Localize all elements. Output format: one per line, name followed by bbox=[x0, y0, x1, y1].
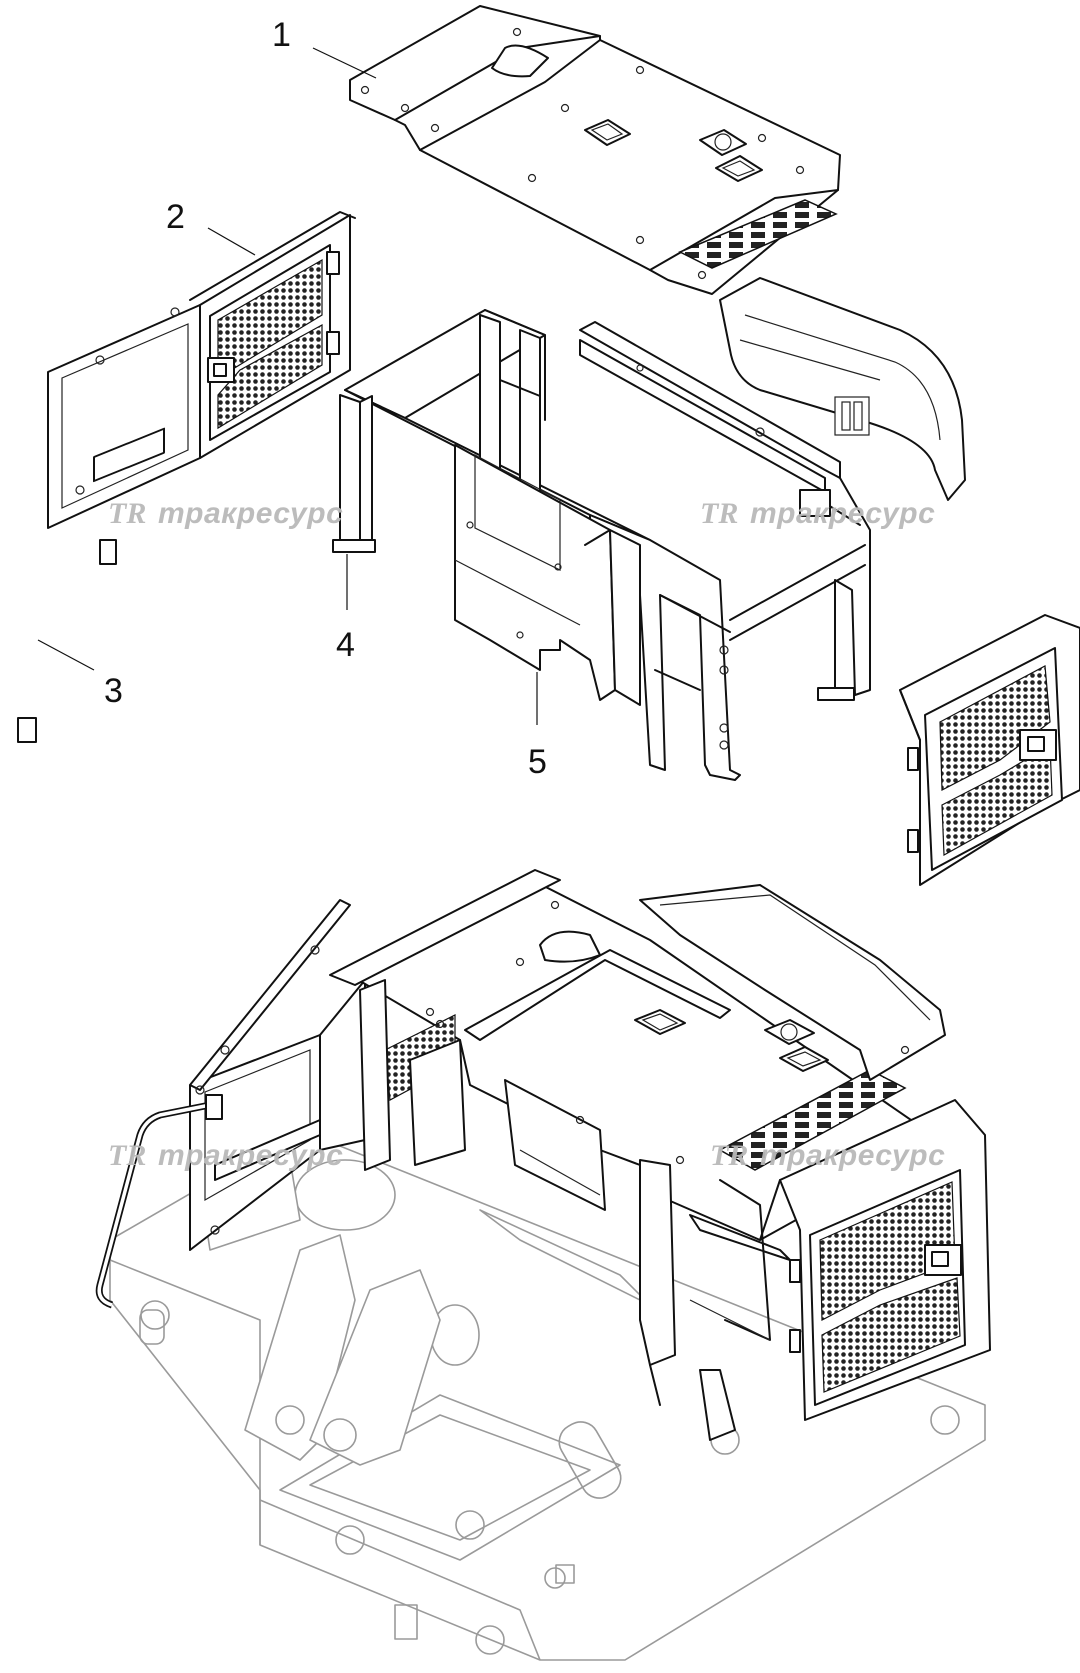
roof-hatch-square-2 bbox=[715, 155, 763, 182]
roof-hatch-round bbox=[699, 129, 747, 156]
callout-5: 5 bbox=[528, 743, 547, 781]
right-door bbox=[899, 614, 1080, 886]
watermark-logo: TR bbox=[700, 497, 738, 530]
watermark-logo: TR bbox=[710, 1139, 748, 1172]
roof-panel bbox=[349, 5, 841, 295]
callout-4: 4 bbox=[336, 626, 355, 664]
handrail bbox=[11, 539, 117, 743]
callout-3: 3 bbox=[104, 672, 123, 710]
partition-plate bbox=[454, 444, 641, 706]
base-frame bbox=[109, 1129, 986, 1661]
left-door bbox=[47, 211, 356, 529]
left-door-mesh-lower bbox=[217, 323, 323, 430]
watermark-4: TR тракресурс bbox=[710, 1139, 945, 1172]
watermark-logo: TR bbox=[108, 497, 146, 530]
watermark-text: тракресурс bbox=[760, 1139, 945, 1172]
watermark-2: TR тракресурс bbox=[700, 497, 935, 530]
roof-hatch-square-1 bbox=[584, 119, 631, 146]
callout-2: 2 bbox=[166, 198, 185, 236]
watermark-1: TR тракресурс bbox=[108, 497, 343, 530]
right-door-mesh-lower bbox=[941, 743, 1053, 856]
watermark-text: тракресурс bbox=[158, 1139, 343, 1172]
watermark-3: TR тракресурс bbox=[108, 1139, 343, 1172]
assembled-view bbox=[95, 869, 991, 1661]
watermark-logo: TR bbox=[108, 1139, 146, 1172]
roof-bolts bbox=[360, 27, 805, 280]
callout-1: 1 bbox=[272, 16, 291, 54]
watermark-text: тракресурс bbox=[750, 497, 935, 530]
roof-grille bbox=[678, 199, 838, 269]
front-fascia-panel bbox=[719, 277, 966, 501]
watermark-text: тракресурс bbox=[158, 497, 343, 530]
